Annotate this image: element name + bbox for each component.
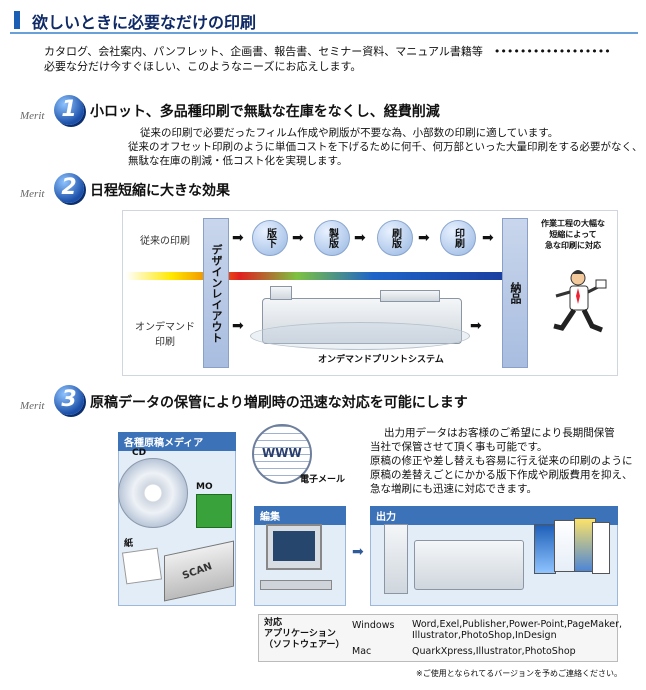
mo-label: MO xyxy=(196,482,213,492)
paper-label: 紙 xyxy=(124,539,134,549)
apps-label: 対応 アプリケーション （ソフトウェアー） xyxy=(264,618,345,650)
arrow-icon: ➡ xyxy=(292,230,304,246)
printer-feeder xyxy=(270,286,292,300)
arrow-icon: ➡ xyxy=(418,230,430,246)
cd-label: CD xyxy=(132,448,147,458)
cd-disc-icon xyxy=(118,458,188,528)
title-bar xyxy=(10,8,638,34)
windows-apps-line-1: Word,Exel,Publisher,Power-Point,PageMake… xyxy=(412,619,623,630)
merit-3-line-5: 急な増刷にも迅速に対応できます。 xyxy=(370,483,537,495)
step-insatsu: 印刷 xyxy=(440,220,476,256)
page-title: 欲しいときに必要なだけの印刷 xyxy=(32,13,257,32)
mac-os-label: Mac xyxy=(352,646,372,657)
merit-1-line-3: 無駄な在庫の削減・低コスト化を実現します。 xyxy=(128,155,348,167)
merit-1-line-2: 従来のオフセット印刷のように単価コストを下げるために何千、何万部といった大量印刷… xyxy=(128,141,643,153)
intro-line-1: カタログ、会社案内、パンフレット、企画書、報告書、セミナー資料、マニュアル書籍等… xyxy=(44,45,611,58)
www-label: WWW xyxy=(262,446,302,460)
mo-disk-icon xyxy=(196,494,232,528)
merit-3-label: Merit xyxy=(20,400,45,412)
www-globe-icon xyxy=(252,424,312,484)
conventional-print-label: 従来の印刷 xyxy=(140,236,190,247)
running-person-illustration xyxy=(548,266,608,346)
merit-3-number: 3 xyxy=(54,385,84,415)
merit-2-label: Merit xyxy=(20,188,45,200)
media-panel-title: 各種原稿メディア xyxy=(118,432,236,451)
printer-ellipse xyxy=(250,322,470,350)
paper-document-icon xyxy=(121,547,163,585)
intro-line-2: 必要な分だけ今すぐほしい、このようなニーズにお応えします。 xyxy=(44,60,362,73)
merit-1-heading: 小ロット、多品種印刷で無駄な在庫をなくし、経費削減 xyxy=(90,104,440,120)
ondemand-system-label: オンデマンドプリントシステム xyxy=(318,355,444,365)
footnote: ※ご使用となられてるバージョンを予めご連絡ください。 xyxy=(416,669,623,678)
merit-1-label: Merit xyxy=(20,110,45,122)
arrow-icon: ➡ xyxy=(482,230,494,246)
color-gradient-bar xyxy=(126,272,506,280)
step-hanshita: 版下 xyxy=(252,220,288,256)
merit-3-line-1: 出力用データはお客様のご希望により長期間保管 xyxy=(384,427,615,439)
arrow-icon: ➡ xyxy=(354,230,366,246)
intro-text: カタログ、会社案内、パンフレット、企画書、報告書、セミナー資料、マニュアル書籍等… xyxy=(44,44,611,74)
merit-2-number: 2 xyxy=(54,173,84,203)
computer-monitor-icon xyxy=(266,524,322,570)
supported-applications-table xyxy=(258,614,618,662)
arrow-icon: ➡ xyxy=(232,318,244,334)
output-printer-icon xyxy=(414,540,524,590)
merit-3-line-2: 当社で保管させて頂く事も可能です。 xyxy=(370,441,548,453)
merit-1-line-1: 従来の印刷で必要だったフィルム作成や刷版が不要な為、小部数の印刷に適しています。 xyxy=(140,127,559,139)
design-layout-box: デザインレイアウト xyxy=(203,218,229,368)
schedule-side-note: 作業工程の大幅な 短縮によって 急な印刷に対応 xyxy=(541,219,605,250)
windows-os-label: Windows xyxy=(352,620,395,631)
arrow-icon: ➡ xyxy=(352,544,364,560)
delivery-box: 納品 xyxy=(502,218,528,368)
printer-top xyxy=(380,290,440,302)
ondemand-print-label: オンデマンド 印刷 xyxy=(135,322,195,348)
arrow-icon: ➡ xyxy=(232,230,244,246)
title-marker xyxy=(14,11,20,29)
merit-3-heading: 原稿データの保管により増刷時の迅速な対応を可能にします xyxy=(90,395,468,411)
windows-apps-line-2: Illustrator,PhotoShop,InDesign xyxy=(412,630,557,641)
keyboard-icon xyxy=(260,580,332,590)
step-sappan: 刷版 xyxy=(377,220,413,256)
merit-3-line-3: 原稿の修正や差し替えも容易に行え従来の印刷のように xyxy=(370,455,633,467)
mac-apps: QuarkXpress,Illustrator,PhotoShop xyxy=(412,646,576,657)
step-seihan: 製版 xyxy=(314,220,350,256)
arrow-icon: ➡ xyxy=(470,318,482,334)
email-label: 電子メール xyxy=(300,475,346,485)
printed-catalogs-image xyxy=(534,518,612,580)
merit-1-number: 1 xyxy=(54,95,84,125)
merit-2-heading: 日程短縮に大きな効果 xyxy=(90,183,230,199)
merit-3-line-4: 原稿の差替えごとにかかる版下作成や刷版費用を抑え、 xyxy=(370,469,633,481)
output-terminal-icon xyxy=(384,524,408,594)
edit-panel-title: 編集 xyxy=(254,506,346,525)
